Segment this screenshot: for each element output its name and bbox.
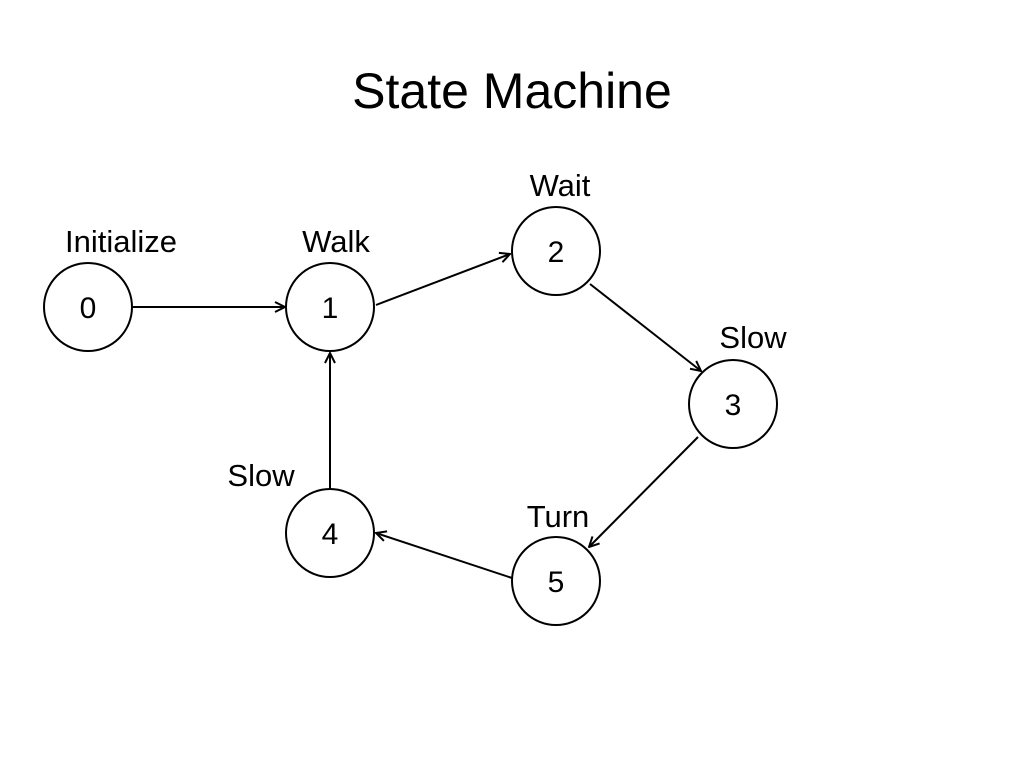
state-label-1: Walk <box>302 224 370 259</box>
state-id: 3 <box>725 389 742 422</box>
state-label-0: Initialize <box>65 224 177 259</box>
state-label-4: Slow <box>227 458 295 493</box>
state-id: 0 <box>80 292 97 325</box>
transitions <box>133 254 701 579</box>
transition-2-to-3 <box>589 283 701 371</box>
state-node-3[interactable]: 3 <box>688 359 778 449</box>
transition-3-to-5 <box>589 436 699 547</box>
state-node-2[interactable]: 2 <box>511 206 601 296</box>
slide-title: State Machine <box>352 63 672 119</box>
transition-1-to-2 <box>375 254 510 306</box>
state-id: 5 <box>548 566 565 599</box>
state-id: 2 <box>548 236 565 269</box>
state-node-1[interactable]: 1 <box>285 262 375 352</box>
state-label-5: Turn <box>527 499 590 534</box>
state-node-5[interactable]: 5 <box>511 536 601 626</box>
state-label-3: Slow <box>719 320 787 355</box>
state-node-0[interactable]: 0 <box>43 262 133 352</box>
transition-5-to-4 <box>376 533 513 579</box>
state-node-4[interactable]: 4 <box>285 488 375 578</box>
state-id: 1 <box>322 292 339 325</box>
state-label-2: Wait <box>530 168 591 203</box>
state-id: 4 <box>322 518 339 551</box>
